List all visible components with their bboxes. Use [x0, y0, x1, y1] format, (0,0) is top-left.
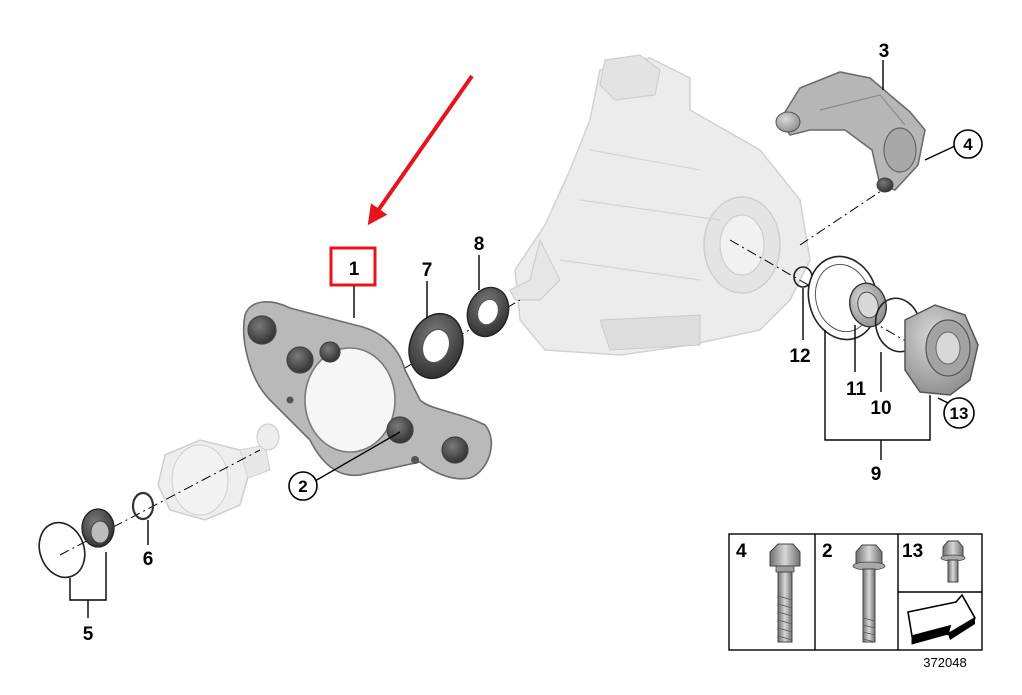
flange-bolt-icon [852, 544, 886, 643]
callout-5[interactable]: 5 [83, 624, 94, 645]
leader-lines [69, 60, 956, 618]
callout-3[interactable]: 3 [879, 41, 890, 62]
circled-callout-2[interactable]: 2 [288, 471, 318, 501]
part-5-bearing[interactable] [81, 508, 115, 548]
hex-bolt-icon [769, 543, 801, 643]
callout-labels: 1 3 5 6 7 8 9 10 11 12 [83, 41, 892, 645]
part-11-seal[interactable] [845, 279, 891, 331]
callout-11[interactable]: 11 [846, 379, 867, 400]
part-5-o-ring[interactable] [32, 516, 92, 584]
pinion-flange-ghost [157, 423, 280, 521]
part-1-carrier-bracket[interactable] [242, 301, 493, 480]
callout-9[interactable]: 9 [871, 464, 882, 485]
differential-housing-ghost [509, 54, 811, 356]
diagram-id: 372048 [923, 655, 966, 670]
highlight-box [329, 246, 377, 287]
small-bolt-icon [940, 540, 966, 583]
callout-10[interactable]: 10 [870, 398, 891, 419]
hardware-label-4: 4 [736, 541, 747, 562]
direction-arrow-icon [907, 593, 977, 645]
flange-housing [904, 304, 979, 396]
part-7-shaft-seal[interactable] [400, 306, 471, 386]
circled-callout-13[interactable]: 13 [943, 397, 975, 429]
highlight-arrow-pointer-icon [367, 74, 474, 226]
part-8-shaft-seal[interactable] [461, 282, 516, 343]
callout-4: 4 [963, 135, 973, 154]
hardware-label-13: 13 [902, 541, 923, 562]
callout-6[interactable]: 6 [143, 549, 154, 570]
hardware-label-2: 2 [822, 541, 833, 562]
part-3-mount-bracket[interactable] [775, 71, 926, 193]
callout-13: 13 [950, 404, 969, 423]
callout-7[interactable]: 7 [422, 260, 433, 281]
part-6-snap-ring[interactable] [131, 491, 155, 521]
callout-8[interactable]: 8 [474, 234, 485, 255]
callout-1[interactable]: 1 [349, 259, 360, 280]
circled-callout-4[interactable]: 4 [953, 129, 983, 159]
callout-12[interactable]: 12 [789, 346, 810, 367]
hardware-table: 4 2 13 [728, 533, 983, 651]
callout-2: 2 [298, 477, 307, 496]
